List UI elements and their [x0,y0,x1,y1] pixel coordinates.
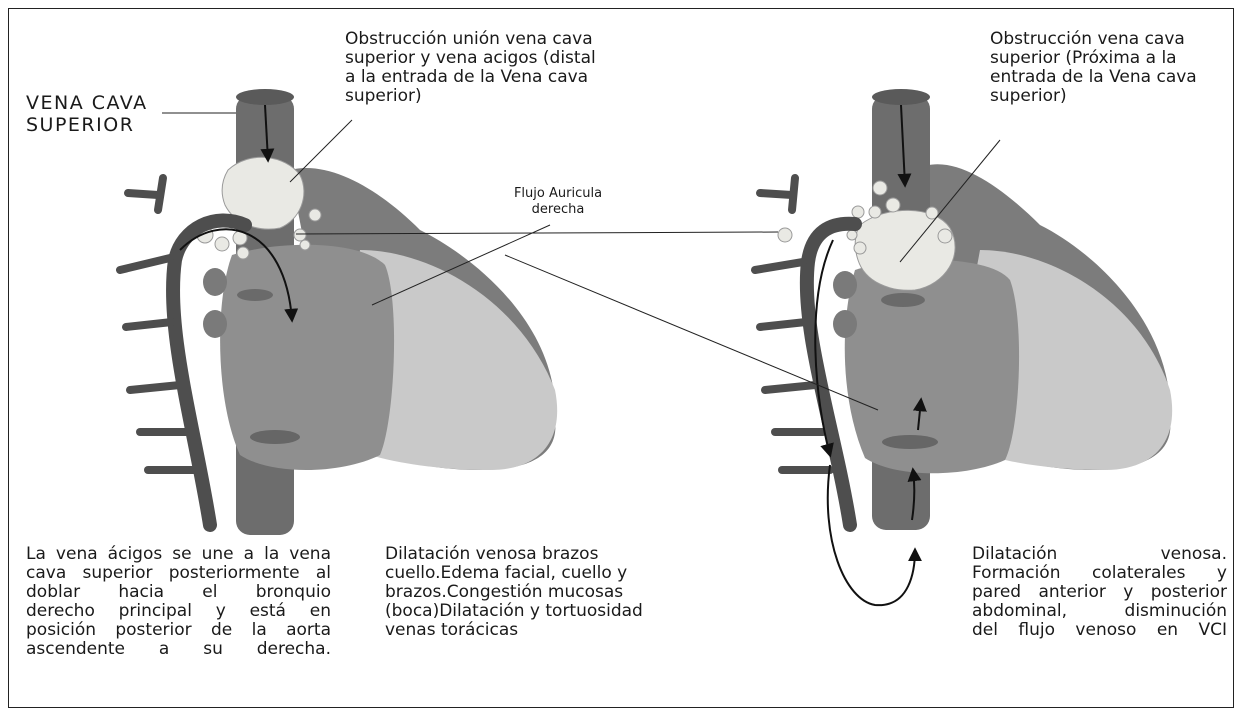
right-atrium-left [220,245,394,470]
label-vena-cava-superior: VENA CAVA SUPERIOR [26,92,148,136]
label-flujo-auricula: Flujo Auricula derecha [508,186,608,218]
caption-middle: Dilatación venosa brazos cuello.Edema fa… [385,545,680,640]
label-obstruccion-union: Obstrucción unión vena cava superior y v… [345,30,596,106]
heart-right-illustration [755,89,1172,605]
caption-right: Dilatación venosa. Formación colaterales… [972,545,1227,640]
caption-left: La vena ácigos se une a la vena cava sup… [26,545,331,659]
label-obstruccion-vena-cava: Obstrucción vena cava superior (Próxima … [990,30,1197,106]
heart-left-illustration [120,89,557,535]
clot-right [855,210,955,290]
